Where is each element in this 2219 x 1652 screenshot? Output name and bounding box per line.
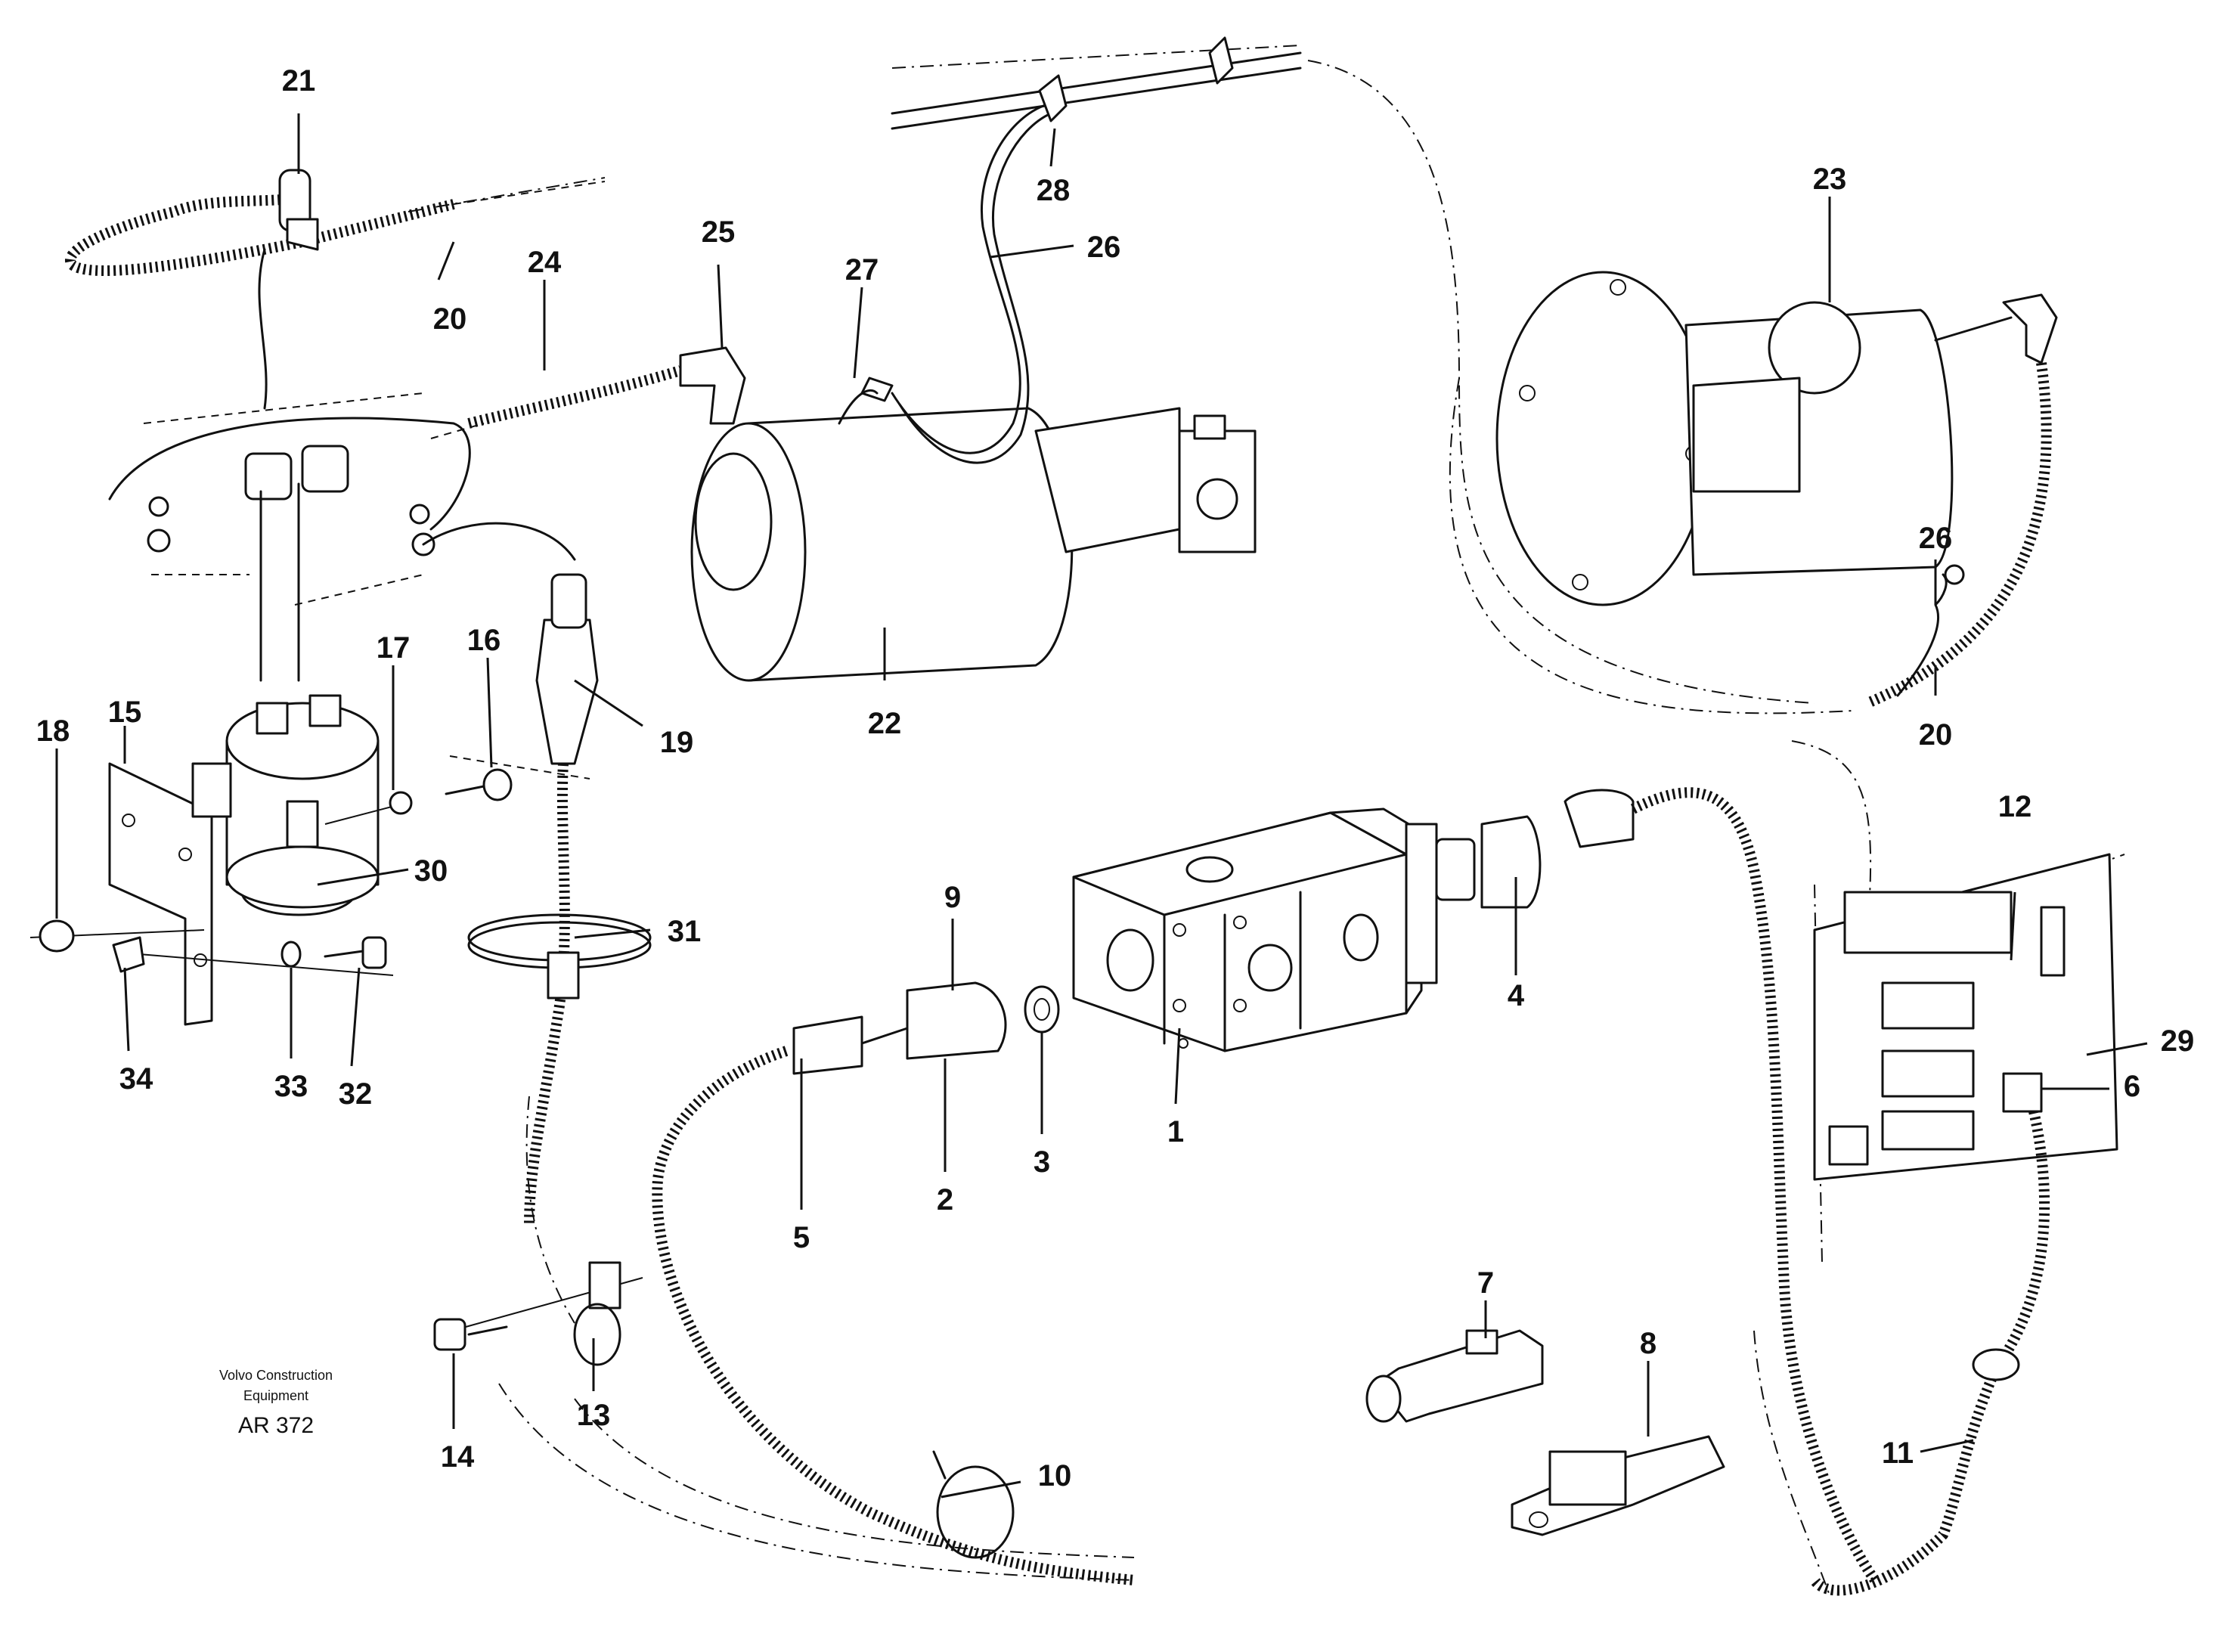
- seal-9: [906, 981, 1007, 1060]
- callout-26-top: 26: [1087, 231, 1121, 264]
- valve-block-1: [1072, 807, 1438, 1052]
- cable-tie-10: [936, 1465, 1015, 1559]
- leader-lines: [55, 113, 2148, 1499]
- callout-12: 12: [1998, 790, 2032, 823]
- callout-16: 16: [467, 624, 501, 657]
- callout-10: 10: [1038, 1459, 1072, 1492]
- horn-23: [1495, 271, 2058, 708]
- caption-line1: Volvo Construction: [219, 1368, 333, 1383]
- callout-13: 13: [577, 1399, 611, 1432]
- cable-20-top: [65, 169, 606, 277]
- connector-block: [1843, 891, 2013, 954]
- cable-5: [652, 981, 1135, 1585]
- callout-31: 31: [668, 915, 702, 948]
- caption-line2: Equipment: [243, 1388, 308, 1403]
- callout-33: 33: [274, 1070, 308, 1103]
- callout-7: 7: [1477, 1266, 1494, 1300]
- relay-assembly: [29, 248, 513, 1026]
- callout-24: 24: [528, 246, 562, 279]
- washer-33: [280, 941, 302, 968]
- callout-34: 34: [119, 1062, 153, 1096]
- callout-21: 21: [282, 64, 316, 98]
- grommet-11: [1972, 1348, 2020, 1381]
- callout-17: 17: [377, 631, 411, 665]
- clip-13: [588, 1261, 621, 1310]
- connector-8: [1511, 1435, 1725, 1536]
- nut-34: [112, 936, 145, 973]
- callout-1: 1: [1167, 1115, 1184, 1148]
- clip-28: [1038, 74, 1068, 122]
- plug-27: [860, 377, 894, 402]
- callout-23: 23: [1813, 163, 1847, 196]
- context-outlines: [143, 45, 2125, 1596]
- cable-19: [422, 522, 652, 1226]
- callout-2: 2: [937, 1183, 953, 1217]
- callout-6: 6: [2124, 1070, 2140, 1103]
- callout-28: 28: [1037, 174, 1071, 207]
- callout-5: 5: [793, 1221, 810, 1254]
- callout-3: 3: [1034, 1145, 1050, 1179]
- callout-11: 11: [1882, 1437, 1914, 1470]
- callout-9: 9: [944, 881, 961, 914]
- screw-32: [361, 936, 387, 969]
- callout-27: 27: [845, 253, 879, 287]
- horn-23-flange: [1495, 271, 1710, 606]
- connector-7: [1365, 1329, 1544, 1423]
- cable-24: [430, 346, 746, 439]
- callout-18: 18: [36, 714, 70, 748]
- nut-16: [482, 768, 513, 801]
- callout-26-right: 26: [1919, 522, 1953, 555]
- plug-25: [679, 346, 746, 425]
- connector-6: [2002, 1072, 2043, 1113]
- callout-15: 15: [108, 696, 142, 729]
- callout-29: 29: [2161, 1024, 2195, 1058]
- washer-3: [1024, 985, 1060, 1034]
- callout-20-right: 20: [1919, 718, 1953, 752]
- nut-18: [39, 919, 75, 953]
- horn-22: [690, 377, 1257, 682]
- cable-26-top: [891, 36, 1302, 464]
- washer-17: [389, 791, 413, 815]
- callout-30: 30: [414, 854, 448, 888]
- callout-22: 22: [868, 707, 902, 740]
- caption: Volvo Construction Equipment AR 372: [219, 1368, 333, 1438]
- connector-4: [1480, 815, 1542, 909]
- screw-14: [433, 1318, 466, 1351]
- plug-5: [792, 1015, 863, 1075]
- callouts: 21 20 24 25 27 26 28 23 26 20 15 18 17 1…: [36, 64, 2195, 1492]
- control-unit-12: [1810, 853, 2118, 1596]
- callout-20-top: 20: [433, 302, 467, 336]
- callout-19: 19: [660, 726, 694, 759]
- callout-14: 14: [441, 1440, 475, 1474]
- connector-4-group: [1435, 787, 1880, 1584]
- clip-13-group: [433, 1261, 643, 1366]
- caption-code: AR 372: [238, 1413, 314, 1438]
- callout-4: 4: [1508, 979, 1525, 1012]
- connector-19: [535, 618, 599, 765]
- callout-25: 25: [702, 215, 736, 249]
- callout-8: 8: [1640, 1327, 1657, 1360]
- callout-32: 32: [339, 1077, 373, 1111]
